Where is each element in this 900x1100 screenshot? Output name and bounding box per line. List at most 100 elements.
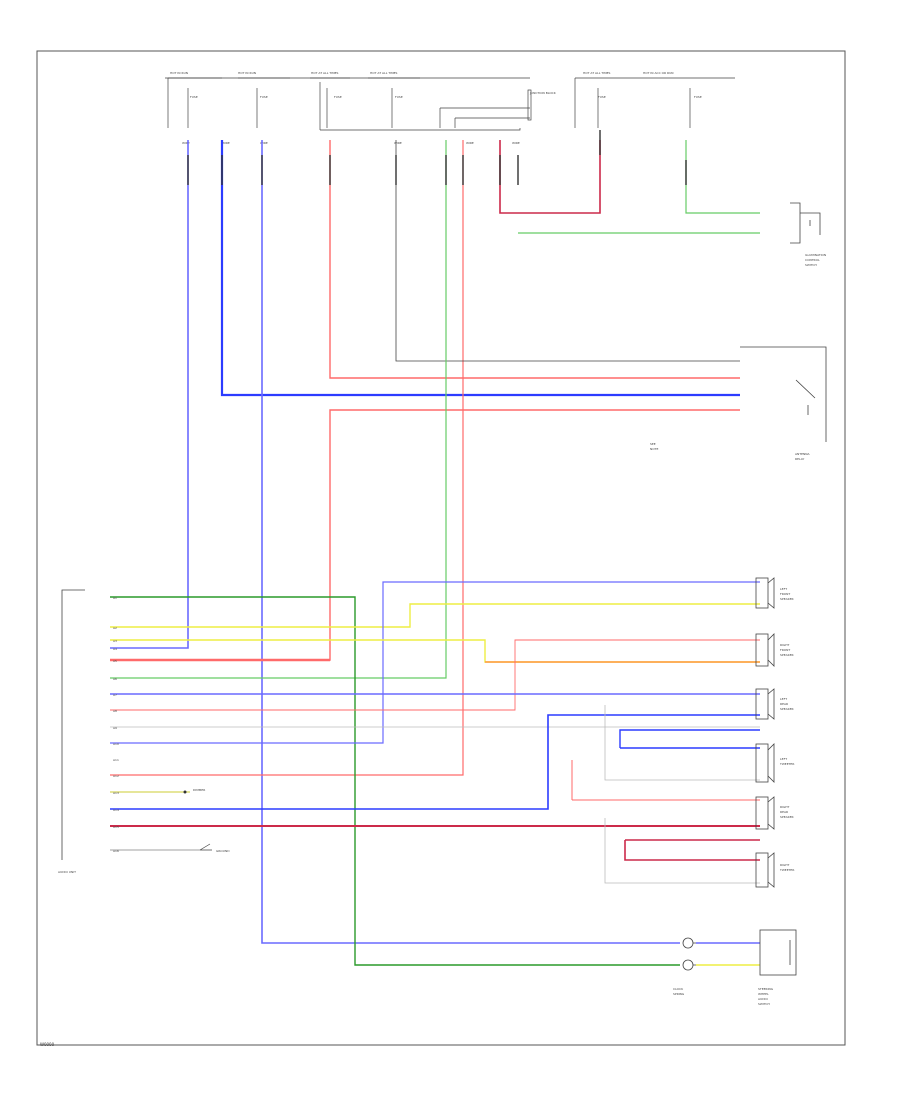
wire-yellow-1 [110, 603, 760, 628]
top-label-2: HOT IN RUN [238, 71, 256, 75]
antenna-relay-line-1: ANTENNA [795, 452, 811, 456]
fuse-label-4: FUSE [395, 95, 403, 99]
steering-switch-line-4: SWITCH [758, 1002, 770, 1006]
pin-label-16: A16 [113, 849, 119, 853]
lead-2 [320, 128, 521, 131]
left-tweeter-line-1: LEFT [780, 757, 787, 761]
audio-unit [61, 589, 85, 860]
left-rear-speaker-line-3: SPEAKER [780, 707, 794, 711]
top-label-group: HOT IN RUN HOT IN RUN HOT AT ALL TIMES H… [170, 71, 674, 75]
wire-dark-blue-2 [110, 714, 760, 810]
wire-group-red [110, 140, 740, 776]
top-label-4: HOT AT ALL TIMES [370, 71, 398, 75]
right-rear-speaker-line-2: REAR [780, 810, 788, 814]
top-label-5: HOT AT ALL TIMES [583, 71, 611, 75]
clock-spring-label: CLOCK SPRING [673, 987, 685, 996]
steering-switch-label: STEERING WHEEL AUDIO SWITCH [758, 987, 774, 1006]
footer-code: W0000 [40, 1042, 55, 1047]
wire-red-4 [499, 140, 601, 214]
illumination-line-3: SWITCH [805, 263, 817, 267]
fuse-label-group: FUSE FUSE FUSE FUSE JUNCTION BLOCK FUSE … [190, 91, 702, 99]
wire-blue-2 [261, 140, 680, 944]
radio-note-2: NOTE [650, 447, 658, 451]
wire-dark-blue-1 [220, 140, 740, 397]
right-tweeter-line-1: RIGHT [780, 863, 790, 867]
fuse-label-3: FUSE [334, 95, 342, 99]
speaker-left-tweeter [755, 743, 775, 783]
clock-spring-line-2: SPRING [673, 992, 685, 996]
right-front-speaker-line-2: FRONT [780, 648, 790, 652]
steering-switch [759, 929, 797, 976]
speaker-right-front [755, 633, 775, 667]
right-rear-speaker-line-1: RIGHT [780, 805, 790, 809]
illumination-switch [790, 202, 821, 244]
pin-label-2: A2 [113, 626, 117, 630]
fuse-symbols [187, 88, 691, 128]
wire-red-2 [110, 409, 740, 661]
wire-gray-3 [604, 705, 760, 781]
connector-label-5: WIRE [466, 141, 474, 145]
left-front-speaker-line-1: LEFT [780, 587, 787, 591]
right-tweeter-line-2: TWEETER [779, 868, 794, 872]
fuse-label-7: FUSE [694, 95, 702, 99]
fuse-label-1: FUSE [190, 95, 198, 99]
right-rear-speaker-line-3: SPEAKER [780, 815, 794, 819]
connector-label-4: WIRE [394, 141, 402, 145]
left-front-speaker-line-2: FRONT [780, 592, 790, 596]
wire-group-gray [395, 140, 740, 362]
steering-switch-line-1: STEERING [758, 987, 774, 991]
wire-group-blue [110, 140, 740, 944]
pin-label-5: A5 [113, 659, 117, 663]
wire-tweeter-2 [624, 839, 760, 861]
pin-label-11: A11 [113, 758, 119, 762]
connector-marks [187, 130, 687, 185]
wire-green-1 [110, 140, 447, 679]
ground-note-text: GROUND [216, 849, 230, 853]
pin-label-7: A7 [113, 693, 117, 697]
speaker-left-rear [755, 688, 775, 720]
illumination-line-2: CONTROL [805, 258, 820, 262]
pin-label-9: A9 [113, 726, 117, 730]
wire-green-2 [685, 140, 760, 214]
wire-gray-4 [604, 818, 760, 884]
wire-yellow-2 [110, 639, 760, 663]
junction-block [527, 89, 532, 121]
pin-label-12: A12 [113, 774, 119, 778]
top-label-3: HOT AT ALL TIMES [311, 71, 339, 75]
pin-label-6: A6 [113, 677, 117, 681]
dimmer-note-text: DIMMER [193, 788, 205, 792]
wire-red-3 [110, 140, 464, 776]
dimmer-note: DIMMER [183, 788, 205, 794]
pin-label-3: A3 [113, 639, 117, 643]
left-rear-speaker-line-2: REAR [780, 702, 788, 706]
ground-note [199, 843, 212, 851]
pin-label-1: A1 [113, 596, 117, 600]
right-front-speaker-line-1: RIGHT [780, 643, 790, 647]
pin-label-8: A8 [113, 709, 117, 713]
audio-pin-labels: A1 A2 A3 A4 A5 A6 A7 A8 A9 A10 A11 A12 A… [113, 596, 119, 853]
bracket-6 [574, 77, 735, 128]
steering-switch-line-2: WHEEL [758, 992, 769, 996]
wire-dark-green-1 [110, 596, 680, 966]
connector-label-6: WIRE [512, 141, 520, 145]
wire-blue-3 [110, 581, 760, 744]
connector-label-3: WIRE [260, 141, 268, 145]
antenna-relay [740, 346, 827, 442]
speaker-right-tweeter [755, 852, 775, 888]
connector-label-1: WIRE [182, 141, 190, 145]
pin-label-14: A14 [113, 808, 119, 812]
wire-group-speakers [110, 581, 760, 884]
speaker-labels: LEFT FRONT SPEAKER RIGHT FRONT SPEAKER L… [779, 587, 794, 872]
power-source-group [165, 77, 735, 131]
bracket-1 [167, 77, 222, 128]
top-label-1: HOT IN RUN [170, 71, 188, 75]
audio-unit-label: AUDIO UNIT [58, 870, 76, 874]
pin-label-10: A10 [113, 742, 119, 746]
wire-blue-1 [110, 140, 189, 649]
pin-label-4: A4 [113, 647, 117, 651]
wire-red-1 [329, 140, 740, 379]
wire-red-7 [571, 760, 760, 801]
radio-note-1: SEE [650, 442, 656, 446]
pin-label-13: A13 [113, 791, 119, 795]
wire-group-green [110, 140, 760, 966]
